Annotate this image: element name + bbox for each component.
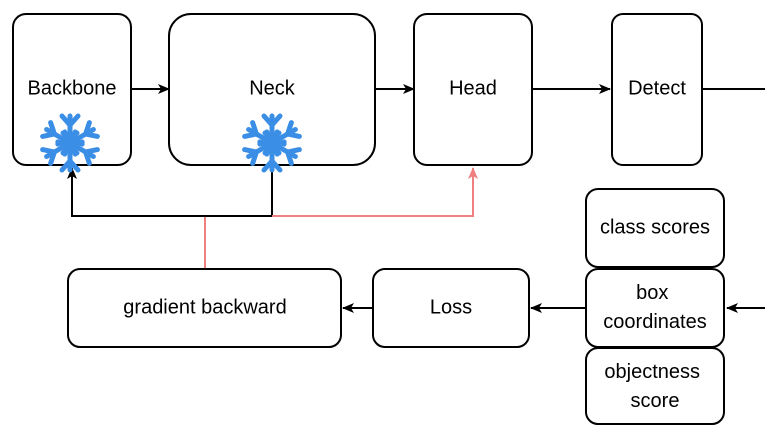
node-box-coordinates: box coordinates [585, 268, 725, 348]
edge-gradient-to-neck [205, 168, 273, 217]
node-class-scores: class scores [585, 188, 725, 268]
objectness-score-box [585, 347, 725, 425]
loss-box [372, 268, 530, 348]
node-gradient-backward: gradient backward [67, 268, 342, 348]
class-scores-label: class scores [600, 216, 710, 238]
node-detect: Detect [611, 13, 703, 166]
objectness-score-line-2: score [631, 390, 680, 412]
gradient-backward-box [67, 268, 342, 348]
edges [67, 84, 765, 313]
gradient-backward-label: gradient backward [123, 296, 286, 318]
box-coordinates-line-2: coordinates [603, 311, 706, 333]
box-coordinates-box [585, 268, 725, 348]
edge-gradient-to-backbone [67, 167, 205, 217]
head-box [413, 13, 533, 166]
node-neck: Neck [168, 13, 376, 166]
node-objectness-score: objectness score [585, 347, 725, 425]
backbone-label: Backbone [28, 77, 117, 99]
neck-label: Neck [249, 77, 296, 99]
edge-gradient-to-head [272, 167, 478, 217]
node-head: Head [413, 13, 533, 166]
class-scores-box [585, 188, 725, 268]
detect-box [611, 13, 703, 166]
node-loss: Loss [372, 268, 530, 348]
objectness-score-label: objectness score [604, 361, 705, 412]
head-label: Head [449, 77, 497, 99]
box-coordinates-line-1: box [636, 282, 668, 304]
box-coordinates-label: box coordinates [603, 282, 706, 333]
objectness-score-line-1: objectness [604, 361, 700, 383]
detect-label: Detect [628, 77, 686, 99]
loss-label: Loss [430, 296, 472, 318]
